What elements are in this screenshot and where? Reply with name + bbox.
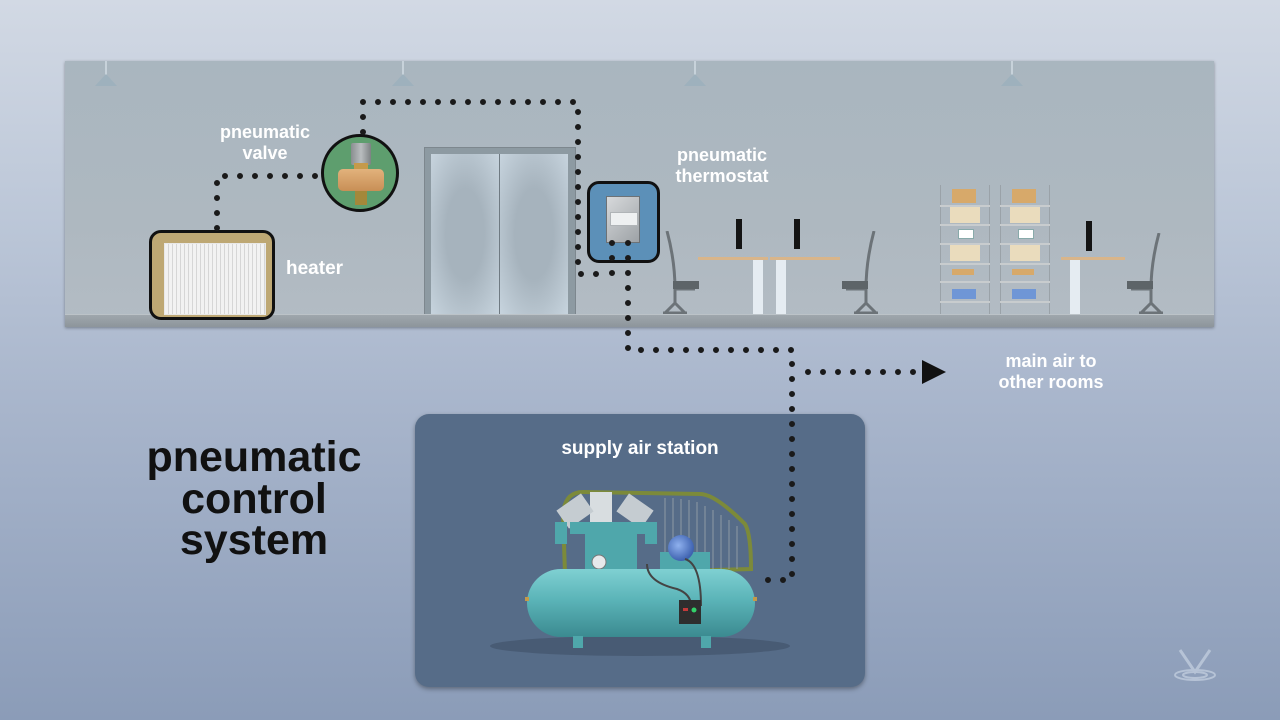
arrow-right-icon [922, 360, 946, 384]
heater-label: heater [286, 258, 344, 279]
label-line: valve [242, 142, 288, 163]
bookshelf [940, 185, 990, 315]
pneumatic-thermostat-label: pneumatic thermostat [660, 145, 784, 186]
pneumatic-valve-component [321, 134, 399, 212]
label-line: thermostat [675, 165, 769, 186]
air-compressor-icon [490, 489, 790, 656]
office-chair-icon [1127, 233, 1163, 315]
supply-air-station-panel: supply air station [415, 414, 865, 687]
label-line: pneumatic [219, 122, 311, 142]
heater-component [149, 230, 275, 320]
main-air-label: main air to other rooms [978, 351, 1124, 392]
monitor-icon [794, 219, 800, 249]
pneumatic-valve-label: pneumatic valve [213, 122, 317, 163]
v-ripple-logo-icon [1174, 649, 1216, 681]
ceiling-lamp-icon [1001, 61, 1023, 87]
bookshelf [1000, 185, 1050, 315]
monitor-icon [736, 219, 742, 249]
title-line: pneumatic [146, 433, 362, 481]
pneumatic-thermostat-component [587, 181, 660, 263]
elevator-doors [424, 147, 576, 318]
ceiling-lamp-icon [684, 61, 706, 87]
title-line: system [179, 516, 329, 565]
ceiling-lamp-icon [392, 61, 414, 87]
office-chair-icon [663, 231, 699, 315]
diagram-title: pneumatic control system [130, 433, 378, 565]
monitor-icon [1086, 221, 1092, 251]
label-line: pneumatic [676, 145, 768, 165]
thermostat-icon [606, 196, 640, 243]
office-chair-icon [842, 231, 878, 315]
radiator-icon [164, 243, 266, 315]
valve-actuator-icon [351, 143, 371, 165]
ceiling-lamp-icon [95, 61, 117, 87]
title-line: control [181, 474, 327, 523]
label-line: other rooms [998, 371, 1104, 392]
valve-body-icon [338, 169, 384, 191]
label-line: main air to [1005, 351, 1097, 371]
